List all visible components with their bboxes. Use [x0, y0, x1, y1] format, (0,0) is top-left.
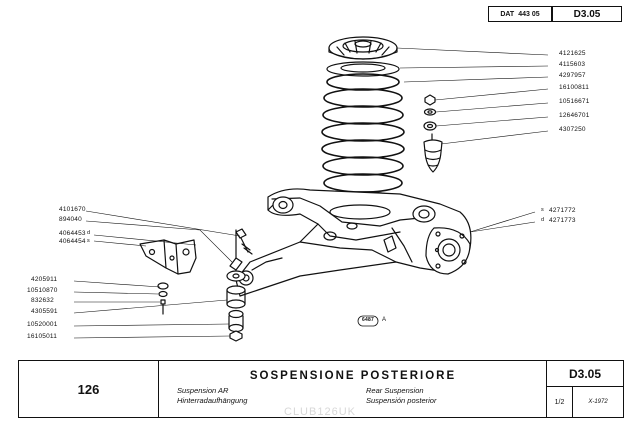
side-mark: d: [87, 230, 91, 236]
drawing-ref-code: 6487: [362, 317, 374, 323]
small-nut-washers: [423, 94, 437, 131]
part-number: 10516671: [559, 98, 590, 105]
spring-upper-cap: [328, 36, 398, 60]
part-number: 4305591: [31, 308, 58, 315]
side-mark: d: [541, 217, 545, 223]
part-number: 832632: [31, 297, 54, 304]
side-mark: s: [87, 238, 90, 244]
rear-suspension-drawing: [73, 36, 549, 342]
part-number: 10520001: [27, 321, 58, 328]
part-number: 16105011: [27, 333, 58, 340]
dat-number-box: DAT 443 05: [488, 6, 552, 22]
subtitle-fr: Suspension AR: [177, 386, 229, 395]
pivot-bolt: [235, 228, 253, 255]
coil-spring: [321, 73, 405, 209]
part-number: 4297957: [559, 72, 586, 79]
part-number: 4115603: [559, 61, 586, 68]
part-number: 4307250: [559, 126, 586, 133]
trailing-arm: [235, 188, 472, 297]
page-number-cell: 126: [19, 361, 159, 417]
sheet-number: 1/2: [554, 398, 565, 406]
subtitle-es: Suspensión posterior: [366, 396, 437, 405]
bolt-and-washer-stack: [226, 229, 246, 342]
small-bolt-left: [157, 282, 169, 315]
sheet-cell: 1/2: [547, 387, 573, 417]
rubber-bump-stop: [423, 133, 443, 173]
revision-date: X-1972: [588, 399, 608, 405]
leader-lines: [73, 47, 549, 339]
code-cell: D3.05: [547, 361, 623, 387]
part-number: 4271772: [549, 207, 576, 214]
drawing-ref-tag: [357, 315, 379, 327]
dat-number: 443 05: [518, 10, 540, 18]
title-cell: SOSPENSIONE POSTERIORE Suspension AR Hin…: [159, 361, 547, 417]
part-number: 4271773: [549, 217, 576, 224]
sheet-code: D3.05: [573, 8, 601, 20]
title-code: D3.05: [568, 366, 602, 381]
subtitle-de: Hinterradaufhängung: [177, 396, 248, 405]
part-number: 4121625: [559, 50, 586, 57]
watermark: CLUB126UK: [284, 406, 356, 418]
drawing-ref-letter: A: [382, 317, 387, 323]
part-number: 894040: [59, 216, 82, 223]
part-number: 16100811: [559, 84, 590, 91]
main-title: SOSPENSIONE POSTERIORE: [249, 370, 457, 382]
part-number: 4064453: [59, 230, 86, 237]
part-number: 12646701: [559, 112, 590, 119]
date-cell: X-1972: [573, 387, 623, 417]
support-bracket: [139, 239, 197, 275]
part-number: 4205911: [31, 276, 58, 283]
part-number: 4064454: [59, 238, 86, 245]
part-number: 10510870: [27, 287, 58, 294]
part-number: 4101670: [59, 206, 86, 213]
sheet-code-box: D3.05: [552, 6, 622, 22]
title-block: 126 SOSPENSIONE POSTERIORE Suspension AR…: [18, 360, 624, 418]
subtitle-en: Rear Suspension: [366, 386, 424, 395]
side-mark: s: [541, 207, 544, 213]
spring-insulator-ring: [326, 61, 400, 77]
page-number: 126: [77, 381, 100, 397]
dat-prefix: DAT: [500, 10, 515, 18]
